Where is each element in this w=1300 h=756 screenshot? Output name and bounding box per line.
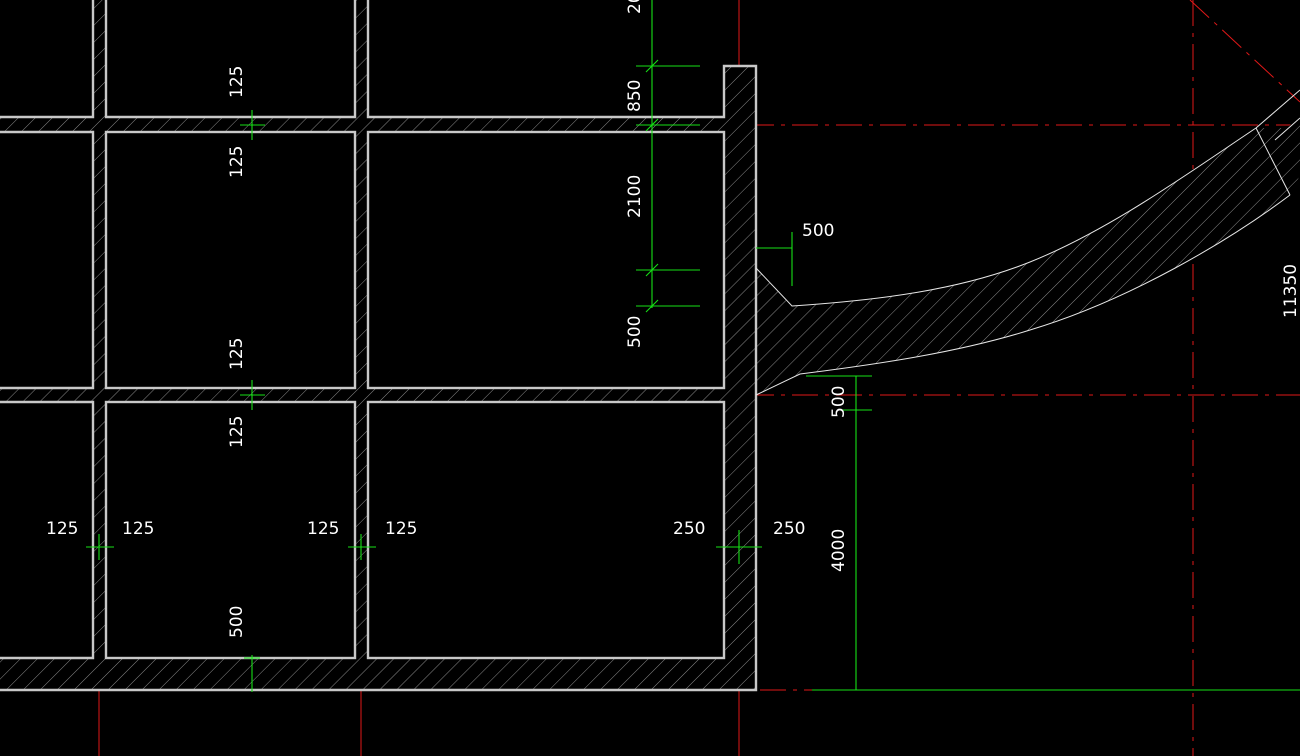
dim-label-250-a: 250 bbox=[673, 519, 705, 539]
room-outline-mid-right bbox=[366, 130, 726, 390]
dim-label-125-top1: 125 bbox=[227, 66, 247, 98]
ramp-outline bbox=[755, 89, 1300, 396]
dim-label-125-row-d: 125 bbox=[385, 519, 417, 539]
room-outline-bot-right bbox=[366, 400, 726, 660]
dim-label-250-b: 250 bbox=[773, 519, 805, 539]
grid-axis-diagonal bbox=[1189, 0, 1300, 103]
dim-label-125-top2: 125 bbox=[227, 146, 247, 178]
wall-hatch bbox=[0, 0, 1300, 690]
dim-label-500-right: 500 bbox=[829, 386, 849, 418]
ramp-slab-hatch bbox=[756, 118, 1300, 395]
dim-label-125-row-a: 125 bbox=[46, 519, 78, 539]
dim-label-125-mid2: 125 bbox=[227, 416, 247, 448]
room-outline-top-left bbox=[0, 0, 95, 119]
dim-label-125-row-b: 125 bbox=[122, 519, 154, 539]
outer-wall-outline bbox=[0, 0, 758, 692]
ramp-edge-upper bbox=[755, 127, 1257, 307]
dim-label-500-left: 500 bbox=[625, 316, 645, 348]
room-outline-bot-left bbox=[0, 400, 95, 660]
room-outline-top-center bbox=[104, 0, 357, 119]
dim-tick bbox=[645, 263, 659, 277]
wall-band-v1 bbox=[93, 0, 106, 690]
dim-label-11350: 11350 bbox=[1281, 264, 1300, 318]
dim-tick bbox=[645, 118, 659, 132]
dim-tick bbox=[645, 59, 659, 73]
dim-label-2100: 2100 bbox=[625, 175, 645, 218]
dim-label-4000: 4000 bbox=[829, 529, 849, 572]
wall-band-bottom bbox=[0, 658, 756, 690]
wall-band-right bbox=[724, 66, 756, 690]
room-outline-mid-center bbox=[104, 130, 357, 390]
dimension-labels: 20 850 2100 500 500 500 4000 11350 125 1… bbox=[46, 0, 1300, 638]
room-outline-bot-center bbox=[104, 400, 357, 660]
wall-band-v2 bbox=[355, 0, 368, 690]
dim-label-125-mid1: 125 bbox=[227, 338, 247, 370]
room-outline-mid-left bbox=[0, 130, 95, 390]
dim-label-500-slab: 500 bbox=[802, 221, 834, 241]
dim-label-125-row-c: 125 bbox=[307, 519, 339, 539]
ramp-end-lines bbox=[1255, 89, 1300, 196]
dim-crosses bbox=[86, 110, 762, 692]
wall-outlines bbox=[0, 0, 758, 692]
dim-label-850: 850 bbox=[625, 80, 645, 112]
dim-tick bbox=[645, 299, 659, 313]
dim-label-top-cut: 20 bbox=[625, 0, 645, 14]
dimension-lines bbox=[86, 0, 1300, 692]
ramp-edge-lower bbox=[755, 194, 1291, 396]
dim-label-500-bottom: 500 bbox=[227, 606, 247, 638]
